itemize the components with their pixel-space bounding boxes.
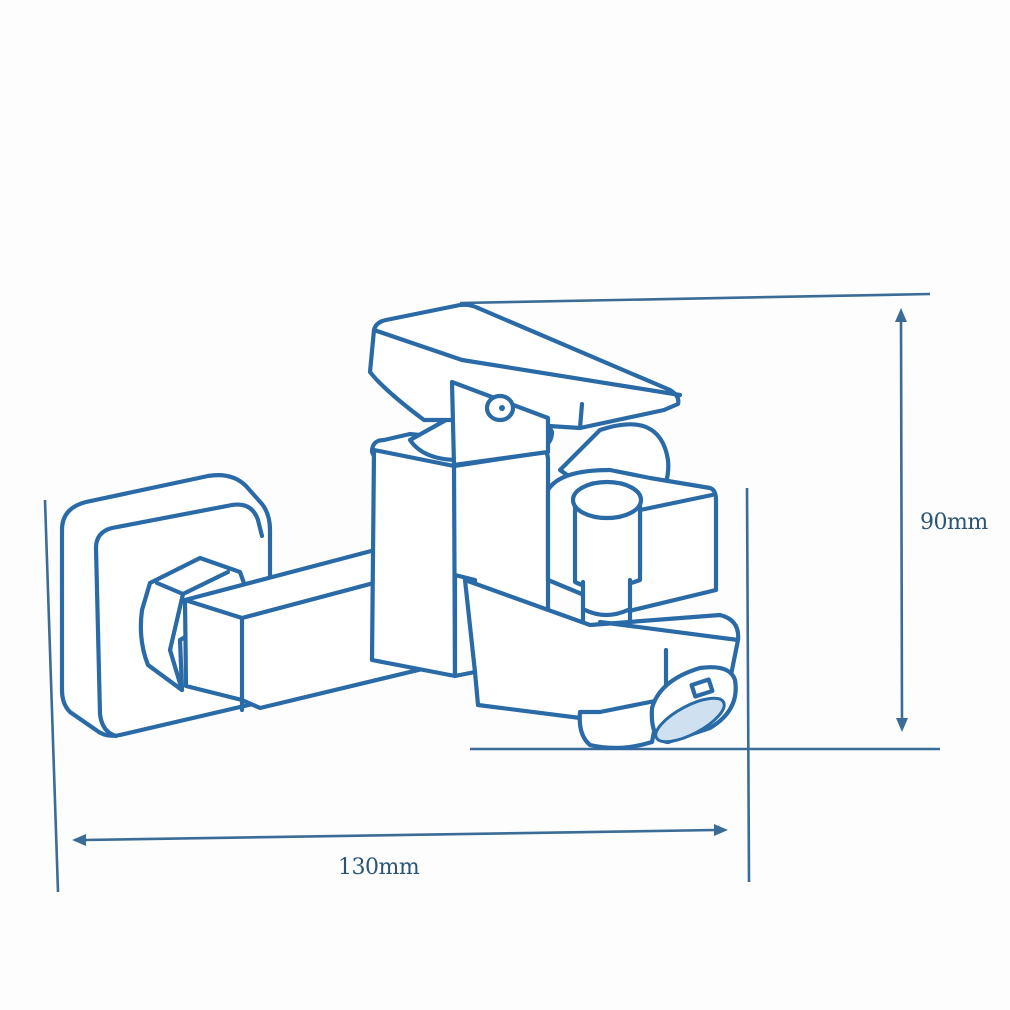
arrow-right-icon	[714, 824, 728, 836]
left-extension-line	[43, 499, 60, 893]
arrow-down-icon	[896, 718, 908, 732]
width-label: 130mm	[338, 855, 420, 880]
right-extension-line	[745, 487, 751, 883]
aerator	[649, 665, 738, 745]
arrow-left-icon	[72, 834, 86, 846]
arrow-up-icon	[895, 308, 907, 322]
top-extension-line	[459, 292, 931, 305]
height-dimension	[459, 292, 940, 751]
height-label: 90mm	[920, 510, 988, 535]
width-dimension	[43, 487, 751, 893]
mixer-body	[369, 431, 551, 679]
diverter-knob	[570, 479, 644, 639]
height-dimension-line	[899, 317, 904, 723]
width-dimension-line	[83, 828, 717, 842]
